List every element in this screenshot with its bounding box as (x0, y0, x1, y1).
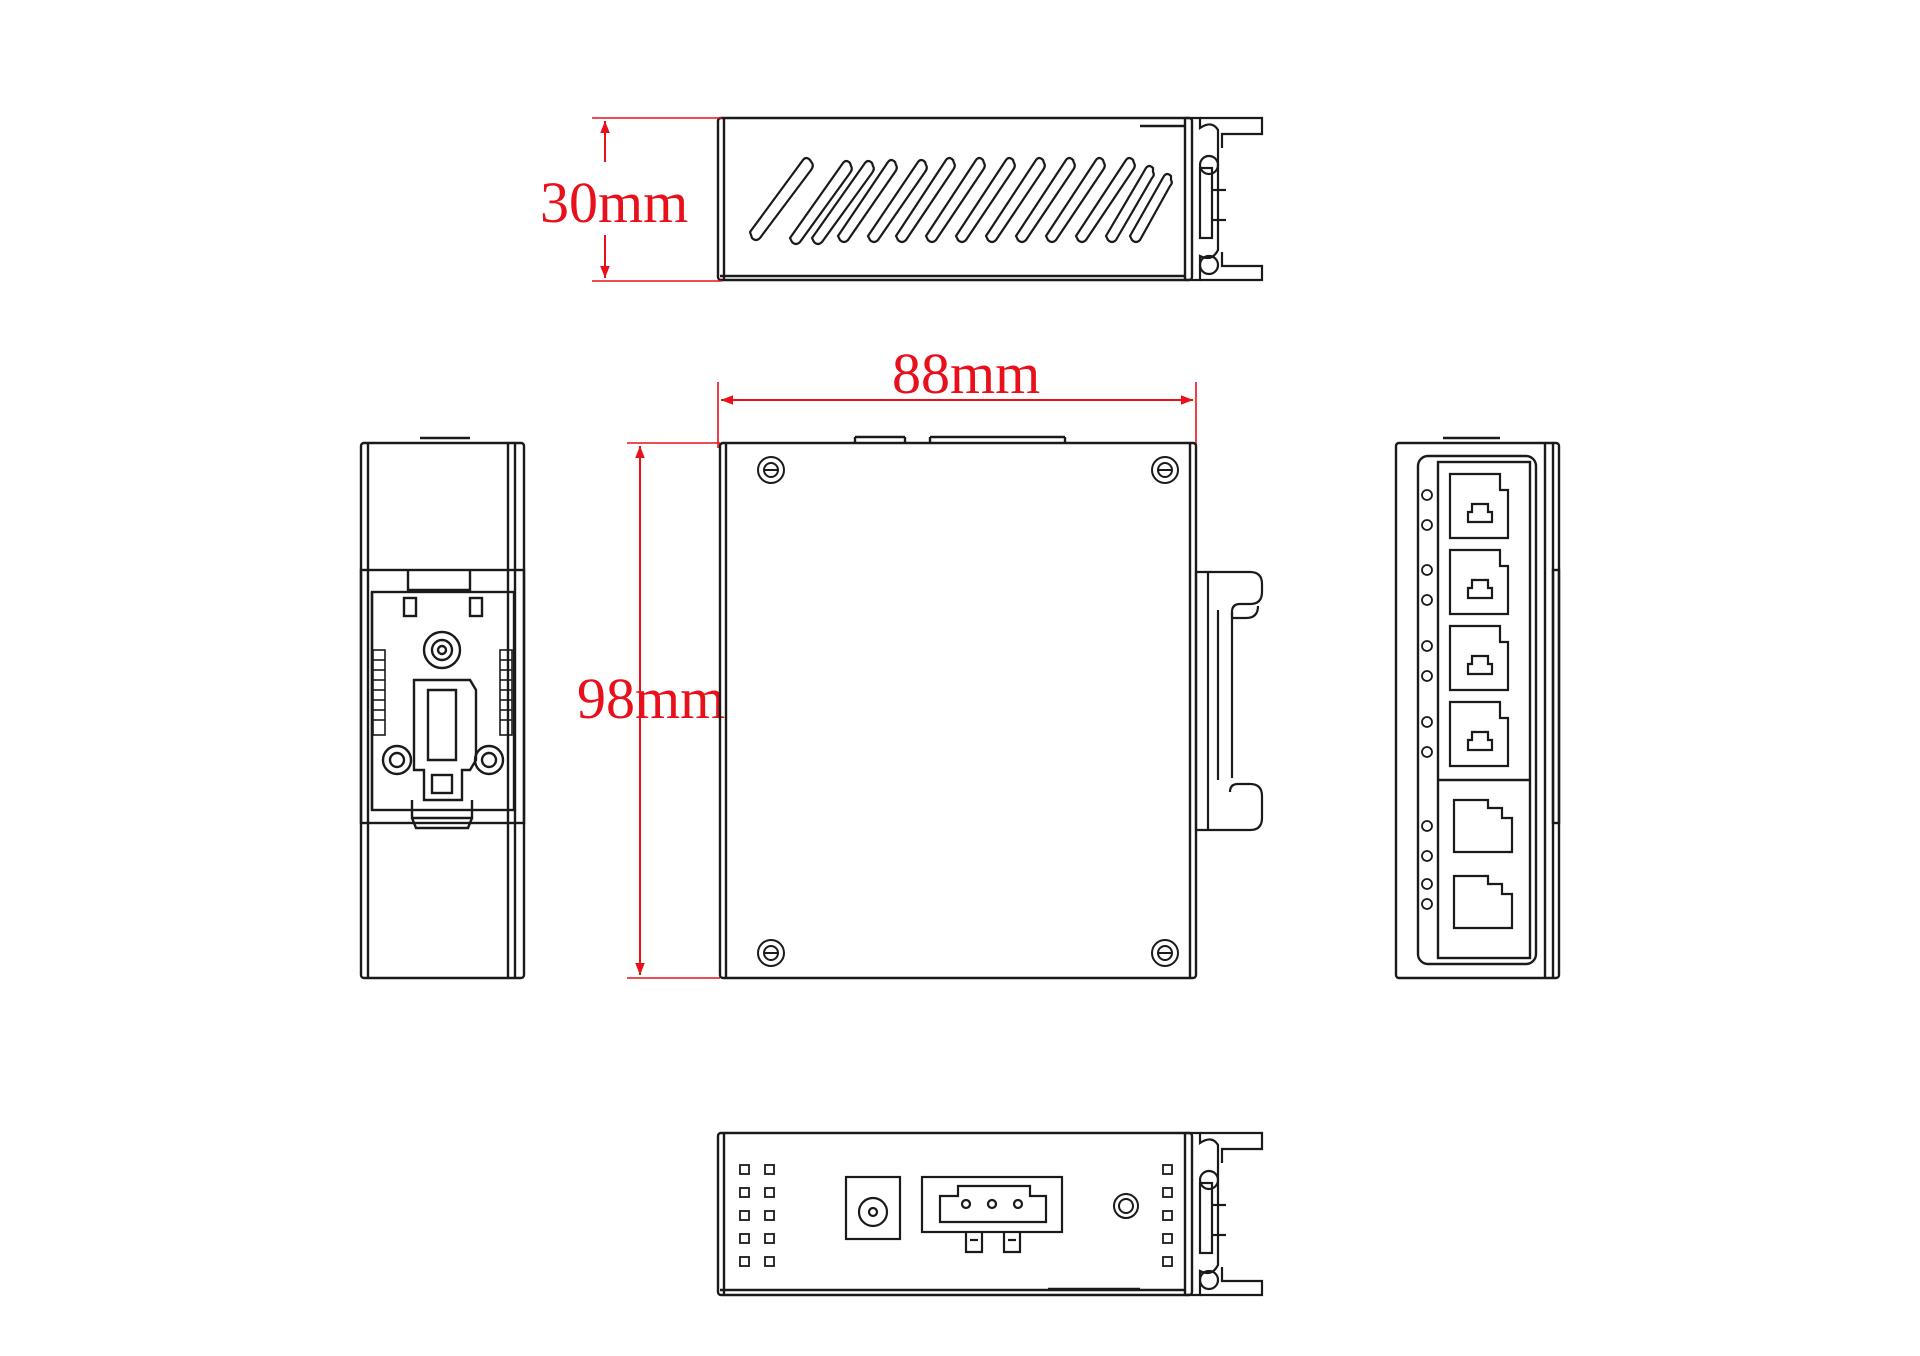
bottom-view (716, 1131, 1264, 1297)
screw-icon (757, 456, 1179, 967)
din-clip-side (1194, 570, 1264, 832)
led-indicator-icon (1421, 489, 1433, 910)
left-side-view (359, 436, 526, 980)
height-label: 30mm (540, 170, 688, 235)
vent-slots (748, 156, 1173, 246)
rj45-port-lower-icon (1452, 798, 1514, 930)
dc-power-jack-icon (844, 1175, 902, 1241)
terminal-block-icon (920, 1175, 1064, 1254)
spring-right (499, 649, 513, 736)
din-clip-top (1185, 116, 1264, 282)
dimension-depth: 98mm (577, 442, 725, 979)
dimension-width: 88mm (717, 341, 1197, 448)
din-clip-bottom (1185, 1131, 1264, 1297)
rj45-port-icon (1448, 472, 1510, 768)
depth-label: 98mm (577, 666, 725, 731)
status-led-icon (739, 1164, 1173, 1267)
front-view (718, 435, 1264, 980)
dimension-height: 30mm (540, 117, 722, 282)
reset-button-icon (1113, 1193, 1139, 1219)
right-side-view (1394, 436, 1561, 980)
top-view (716, 116, 1264, 282)
width-label: 88mm (892, 341, 1040, 406)
spring-left (372, 649, 386, 736)
